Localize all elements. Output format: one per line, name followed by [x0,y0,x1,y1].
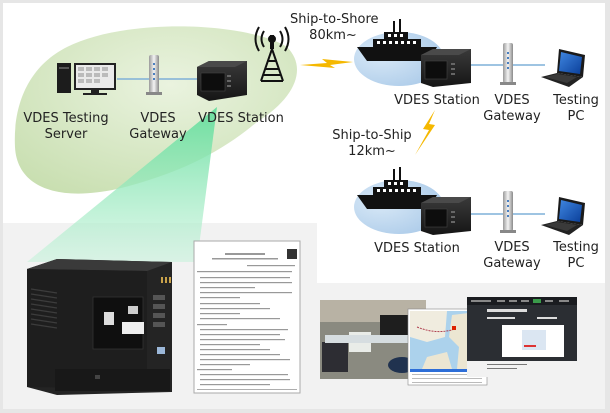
label-ship-to-shore: Ship-to-Shore 80km~ [290,12,379,44]
label-line: Gateway [129,127,187,142]
label-line: Ship-to-Shore [290,12,379,27]
station-icon-ship1 [421,49,471,87]
label-line: Server [44,127,88,142]
label-ship2-gateway: VDES Gateway [482,240,542,272]
station-icon-ship2 [421,197,471,235]
label-line: Testing [553,240,599,255]
ship-to-shore-lightning [300,59,353,68]
label-line: Gateway [483,256,541,271]
antenna-tower-icon [254,26,290,82]
label-shore-station: VDES Station [198,111,284,127]
label-line: VDES Station [198,111,284,126]
ship-icon-1 [357,19,437,61]
label-ship1-pc: Testing PC [548,93,604,125]
zoom-beam [27,107,217,262]
label-line: Testing [553,93,599,108]
label-ship2-station: VDES Station [374,241,460,257]
label-line: VDES Testing [23,111,109,126]
gateway-icon-ship1 [500,43,516,85]
laptop-icon-ship2 [541,197,585,235]
label-shore-gateway: VDES Gateway [128,111,188,143]
software-screen-photo [467,297,577,377]
label-line: PC [567,256,585,271]
label-line: VDES [494,240,530,255]
ship-icon-2 [357,167,437,209]
server-icon [57,63,116,95]
label-line: VDES [140,111,176,126]
label-ship2-pc: Testing PC [548,240,604,272]
label-line: PC [567,109,585,124]
station-icon-shore [197,61,247,101]
hardware-photo [27,259,172,395]
label-line: VDES [494,93,530,108]
label-ship1-gateway: VDES Gateway [482,93,542,125]
label-line: 12km~ [348,144,396,159]
label-testing-server: VDES Testing Server [20,111,112,143]
gateway-icon-shore [146,55,162,95]
label-line: Ship-to-Ship [332,128,412,143]
label-line: VDES Station [394,93,480,108]
document-photo [193,240,301,394]
label-ship1-station: VDES Station [394,93,480,109]
label-ship-to-ship: Ship-to-Ship 12km~ [332,128,412,160]
gateway-icon-ship2 [500,191,516,233]
ship-to-ship-lightning [415,110,435,155]
label-line: Gateway [483,109,541,124]
laptop-icon-ship1 [541,49,585,87]
label-line: VDES Station [374,241,460,256]
label-line: 80km~ [309,28,357,43]
